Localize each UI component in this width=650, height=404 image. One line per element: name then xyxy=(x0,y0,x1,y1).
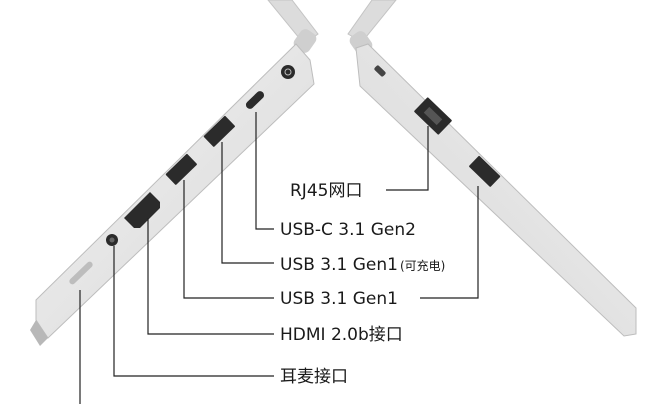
label-audio: 耳麦接口 xyxy=(280,367,348,387)
power-symbol-icon xyxy=(284,68,292,76)
label-rj45: RJ45网口 xyxy=(290,181,362,201)
right-laptop xyxy=(347,0,637,337)
rj45-port-contacts xyxy=(423,106,443,126)
label-usbc: USB-C 3.1 Gen2 xyxy=(280,220,416,240)
leader-rj45 xyxy=(386,126,429,191)
leader-hdmi xyxy=(147,218,274,335)
hdmi-port xyxy=(124,192,160,228)
left-laptop-base xyxy=(35,43,315,339)
label-usb-gen1-charge-note: (可充电) xyxy=(400,258,445,273)
usb-c-port xyxy=(245,91,265,109)
vent-slot xyxy=(69,261,93,285)
headphone-jack-center-icon xyxy=(109,237,115,243)
usb-a-port-charging xyxy=(203,115,235,147)
leader-usbc xyxy=(255,112,274,230)
leader-usb-gen1-charge xyxy=(221,142,274,264)
left-laptop-hinge xyxy=(293,29,317,53)
leader-usb-gen1-right xyxy=(420,186,479,299)
leader-audio xyxy=(113,246,274,377)
left-laptop-foot xyxy=(30,320,48,346)
label-hdmi: HDMI 2.0b接口 xyxy=(280,325,403,345)
label-usb-gen1-charge-main: USB 3.1 Gen1 xyxy=(280,255,398,275)
power-button-icon xyxy=(281,65,295,79)
usb-a-port-right xyxy=(469,155,501,187)
label-usb-gen1: USB 3.1 Gen1 xyxy=(280,289,398,309)
usb-a-port xyxy=(165,153,197,185)
label-usb-gen1-charge: USB 3.1 Gen1(可充电) xyxy=(280,255,445,275)
left-laptop xyxy=(30,0,319,346)
lock-slot-icon xyxy=(374,65,386,77)
leader-usb-gen1-left xyxy=(183,180,274,299)
leader-lines xyxy=(79,112,479,404)
